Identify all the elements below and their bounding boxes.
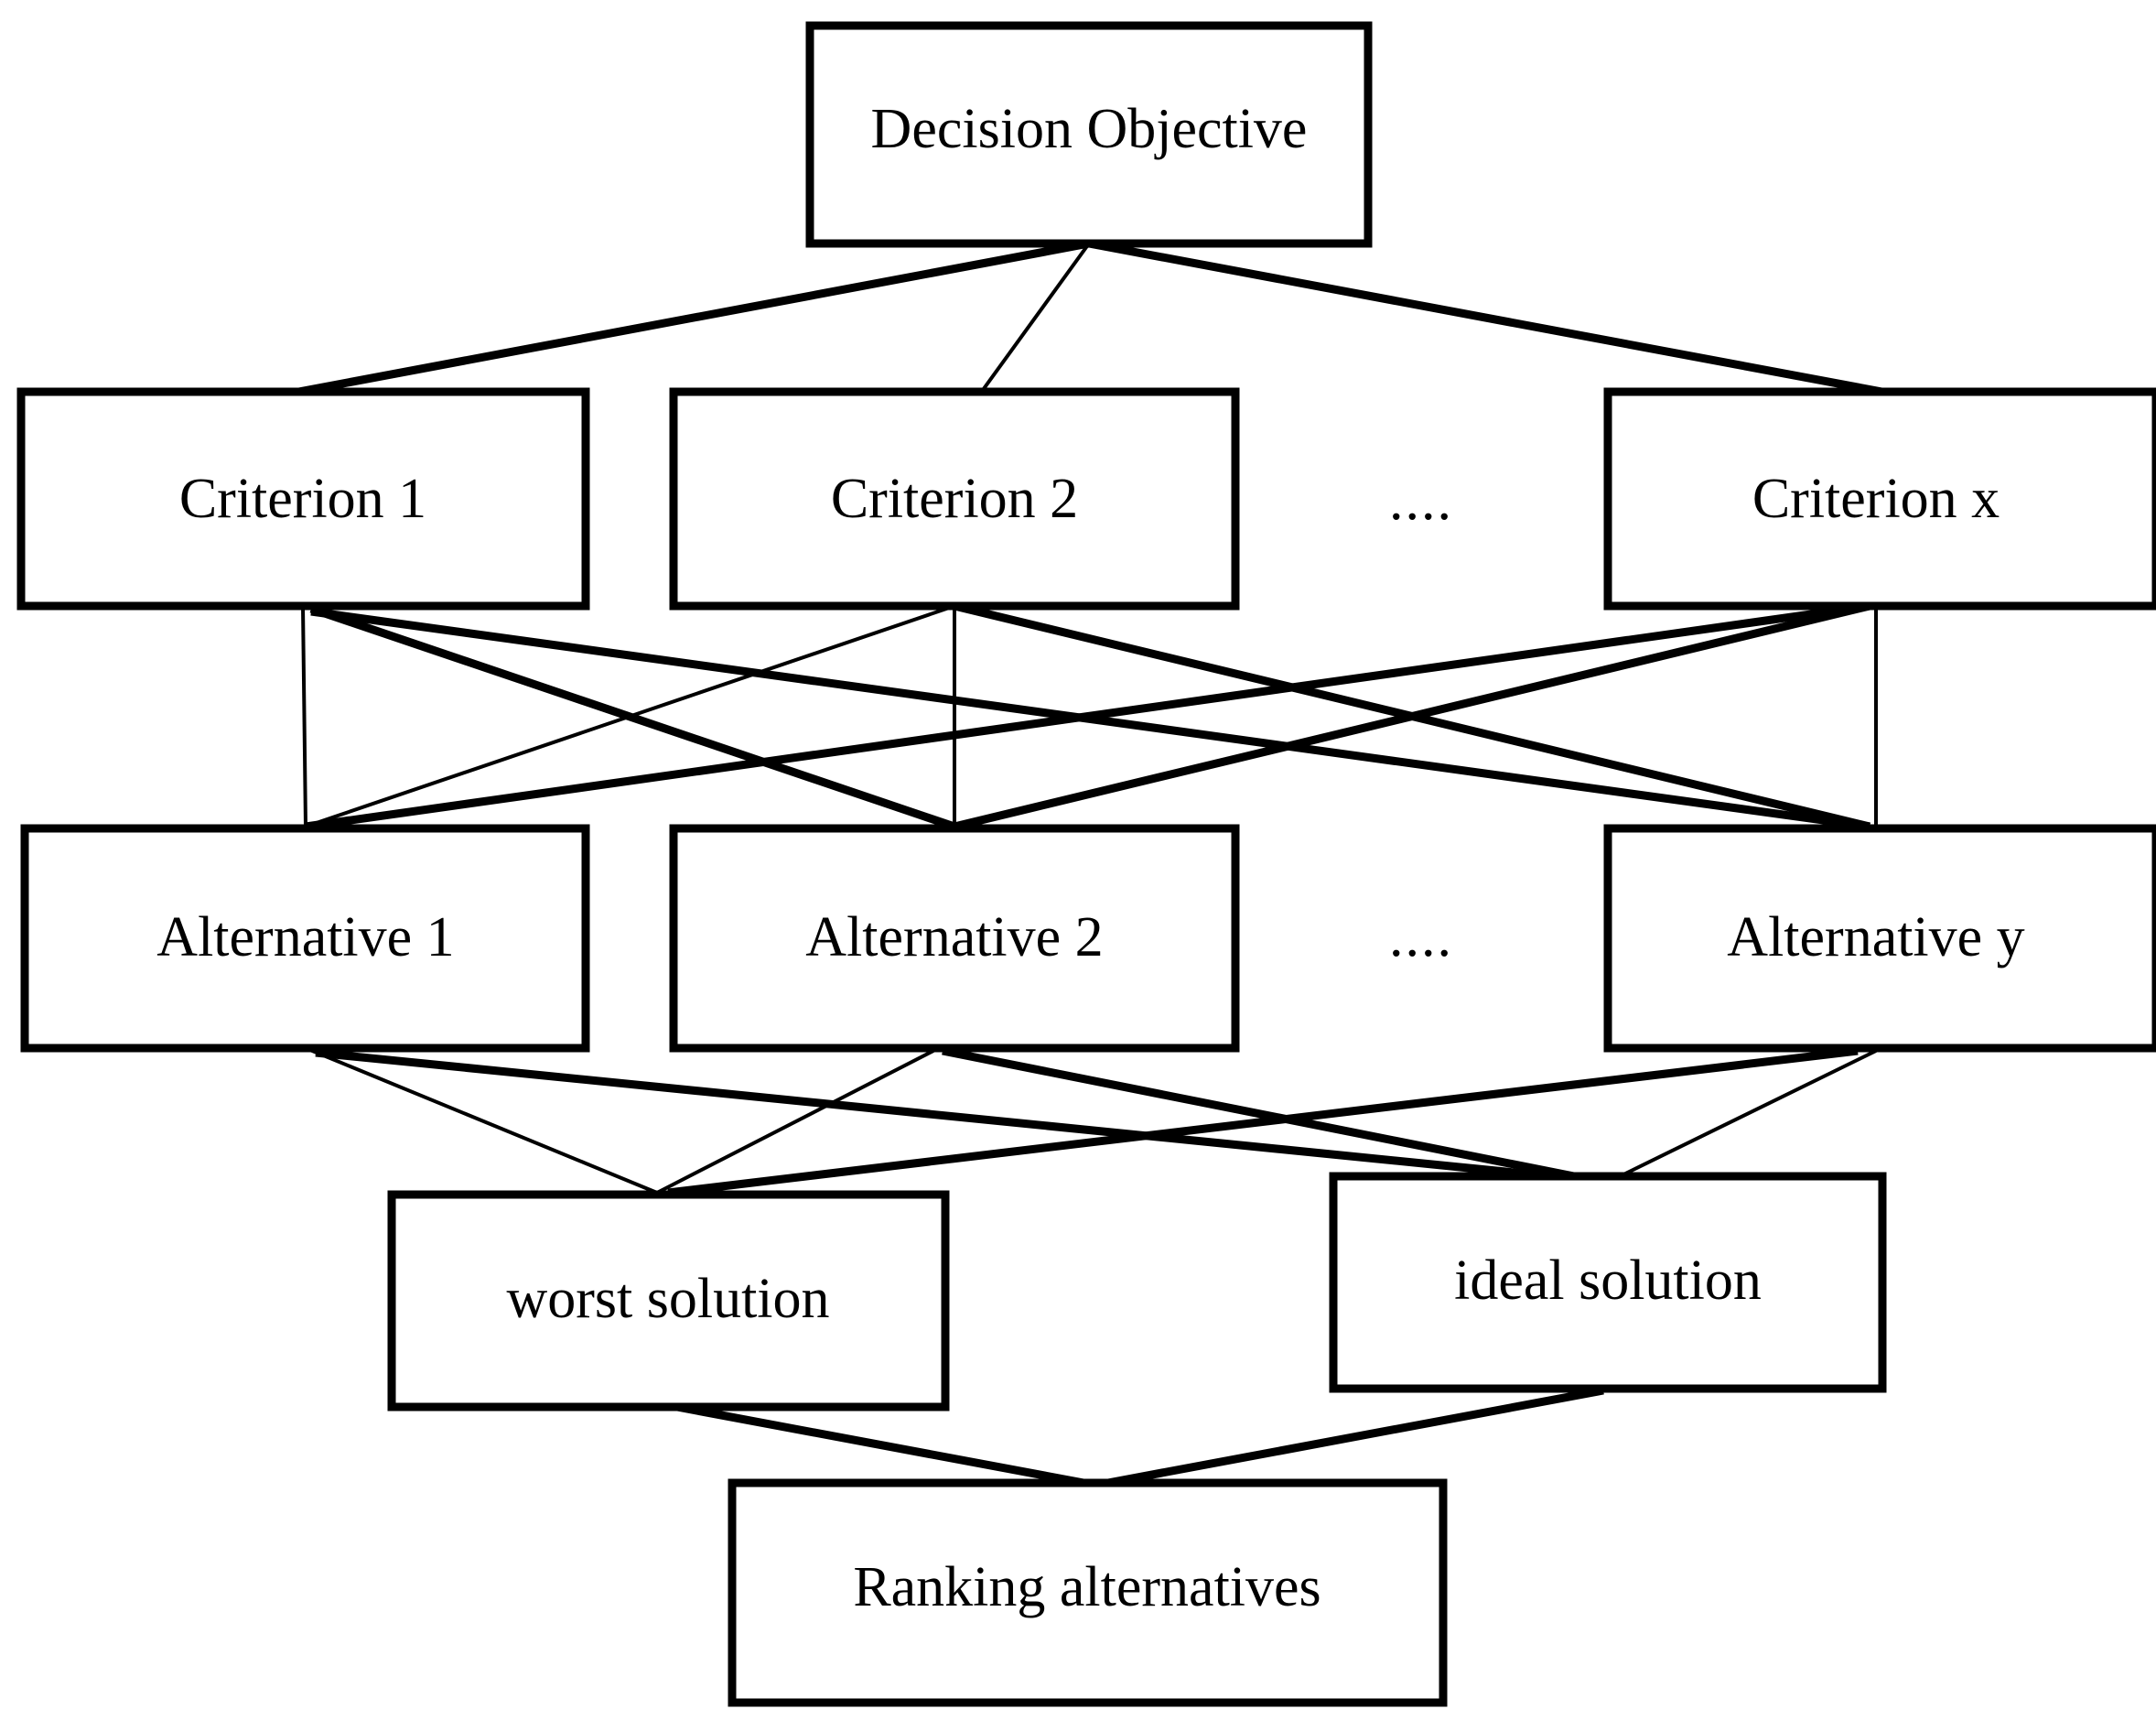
node-box-goal: [805, 21, 1373, 248]
edge-a2-to-worst: [656, 1049, 934, 1195]
node-worst[interactable]: worst solution: [387, 1190, 950, 1412]
node-label-c1: Criterion 1: [179, 468, 426, 530]
edges-layer: [278, 239, 1903, 1489]
node-label-a2: Alternative 2: [805, 906, 1103, 968]
edge-a2-to-ideal: [942, 1046, 1598, 1185]
node-label-cx: Criterion x: [1752, 468, 2000, 530]
ellipsis-criteria: ....: [1389, 470, 1453, 532]
node-label-c2: Criterion 2: [831, 468, 1078, 530]
edge-a1-to-worst: [305, 1046, 658, 1195]
node-a1[interactable]: Alternative 1: [20, 824, 590, 1053]
edge-worst-to-rank: [676, 1402, 1094, 1489]
edge-ideal-to-rank: [1097, 1386, 1604, 1489]
node-rank[interactable]: Ranking alternatives: [728, 1478, 1448, 1707]
node-box-a1: [20, 824, 590, 1053]
node-box-a2: [669, 824, 1240, 1053]
edge-cx-to-a2: [953, 601, 1871, 831]
edge-a1-to-ideal: [315, 1048, 1598, 1185]
node-box-c2: [669, 387, 1240, 611]
node-goal[interactable]: Decision Objective: [805, 21, 1373, 248]
node-box-rank: [728, 1478, 1448, 1707]
node-box-ideal: [1329, 1172, 1887, 1393]
ellipsis-alternatives: ....: [1389, 906, 1453, 968]
ellipsis-layer: ........: [1389, 470, 1453, 968]
edge-c1-to-a2: [309, 604, 956, 831]
edge-cx-to-a1: [305, 601, 1870, 831]
node-ideal[interactable]: ideal solution: [1329, 1172, 1887, 1393]
node-label-worst: worst solution: [506, 1268, 829, 1330]
edge-ay-to-worst: [667, 1046, 1859, 1197]
node-c2[interactable]: Criterion 2: [669, 387, 1240, 611]
edge-c1-to-a1: [301, 605, 307, 827]
node-c1[interactable]: Criterion 1: [16, 387, 590, 611]
node-label-rank: Ranking alternatives: [853, 1556, 1321, 1618]
node-box-cx: [1603, 387, 2156, 611]
node-box-c1: [16, 387, 590, 611]
node-label-ay: Alternative y: [1727, 906, 2024, 968]
node-cx[interactable]: Criterion x: [1603, 387, 2156, 611]
node-ay[interactable]: Alternative y: [1603, 824, 2156, 1053]
node-label-a1: Alternative 1: [156, 906, 454, 968]
node-a2[interactable]: Alternative 2: [669, 824, 1240, 1053]
node-box-ay: [1603, 824, 2156, 1053]
edge-goal-to-cx: [1088, 239, 1903, 400]
edge-ay-to-ideal: [1610, 1049, 1877, 1183]
node-box-worst: [387, 1190, 950, 1412]
node-label-goal: Decision Objective: [871, 98, 1308, 160]
edge-c2-to-a1: [305, 604, 955, 828]
edge-goal-to-c1: [278, 239, 1090, 400]
node-label-ideal: ideal solution: [1454, 1249, 1762, 1312]
